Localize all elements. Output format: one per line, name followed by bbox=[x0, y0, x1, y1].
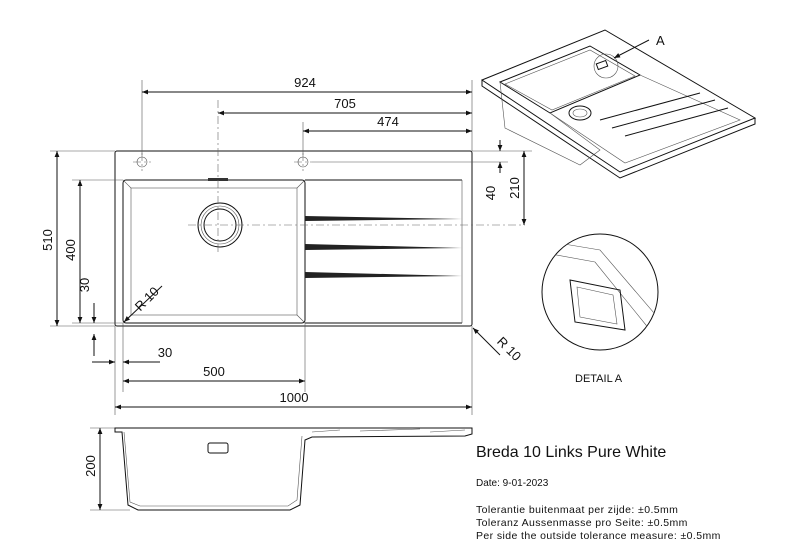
dim-40: 40 bbox=[483, 186, 498, 200]
tolerance-en: Per side the outside tolerance measure: … bbox=[476, 530, 721, 542]
overflow-icon bbox=[207, 442, 229, 454]
dim-1000: 1000 bbox=[280, 390, 309, 405]
dim-200: 200 bbox=[83, 455, 98, 477]
dim-30-vertical: 30 bbox=[77, 278, 92, 292]
dim-705: 705 bbox=[334, 96, 356, 111]
side-view bbox=[114, 427, 473, 511]
product-title: Breda 10 Links Pure White bbox=[476, 444, 667, 461]
drainboard-groove bbox=[305, 216, 462, 221]
dimension-labels: 924 705 474 40 210 510 400 30 R 10 R 10 … bbox=[40, 75, 524, 477]
top-view bbox=[114, 100, 525, 327]
dim-500: 500 bbox=[203, 364, 225, 379]
dim-210: 210 bbox=[507, 177, 522, 199]
dim-510: 510 bbox=[40, 229, 55, 251]
dimension-lines bbox=[50, 80, 532, 511]
dim-924: 924 bbox=[294, 75, 316, 90]
drainboard-groove bbox=[305, 244, 462, 250]
dim-30-horizontal: 30 bbox=[158, 345, 172, 360]
tap-hole-icon bbox=[133, 153, 151, 171]
tap-hole-icon bbox=[294, 153, 312, 171]
overflow-slot bbox=[208, 178, 228, 181]
dim-r10-outer: R 10 bbox=[494, 334, 524, 364]
detail-caption: DETAIL A bbox=[575, 373, 623, 385]
detail-a-view: DETAIL A bbox=[541, 233, 659, 385]
drawing-date: Date: 9-01-2023 bbox=[476, 478, 549, 489]
detail-marker-label: A bbox=[656, 33, 665, 48]
dim-474: 474 bbox=[377, 114, 399, 129]
isometric-view: A bbox=[480, 29, 757, 179]
tolerance-nl: Tolerantie buitenmaat per zijde: ±0.5mm bbox=[476, 504, 679, 516]
drainboard-groove bbox=[305, 272, 462, 278]
dim-400: 400 bbox=[63, 239, 78, 261]
dim-r10-inner: R 10 bbox=[132, 284, 162, 314]
tolerance-de: Toleranz Aussenmasse pro Seite: ±0.5mm bbox=[476, 517, 688, 529]
